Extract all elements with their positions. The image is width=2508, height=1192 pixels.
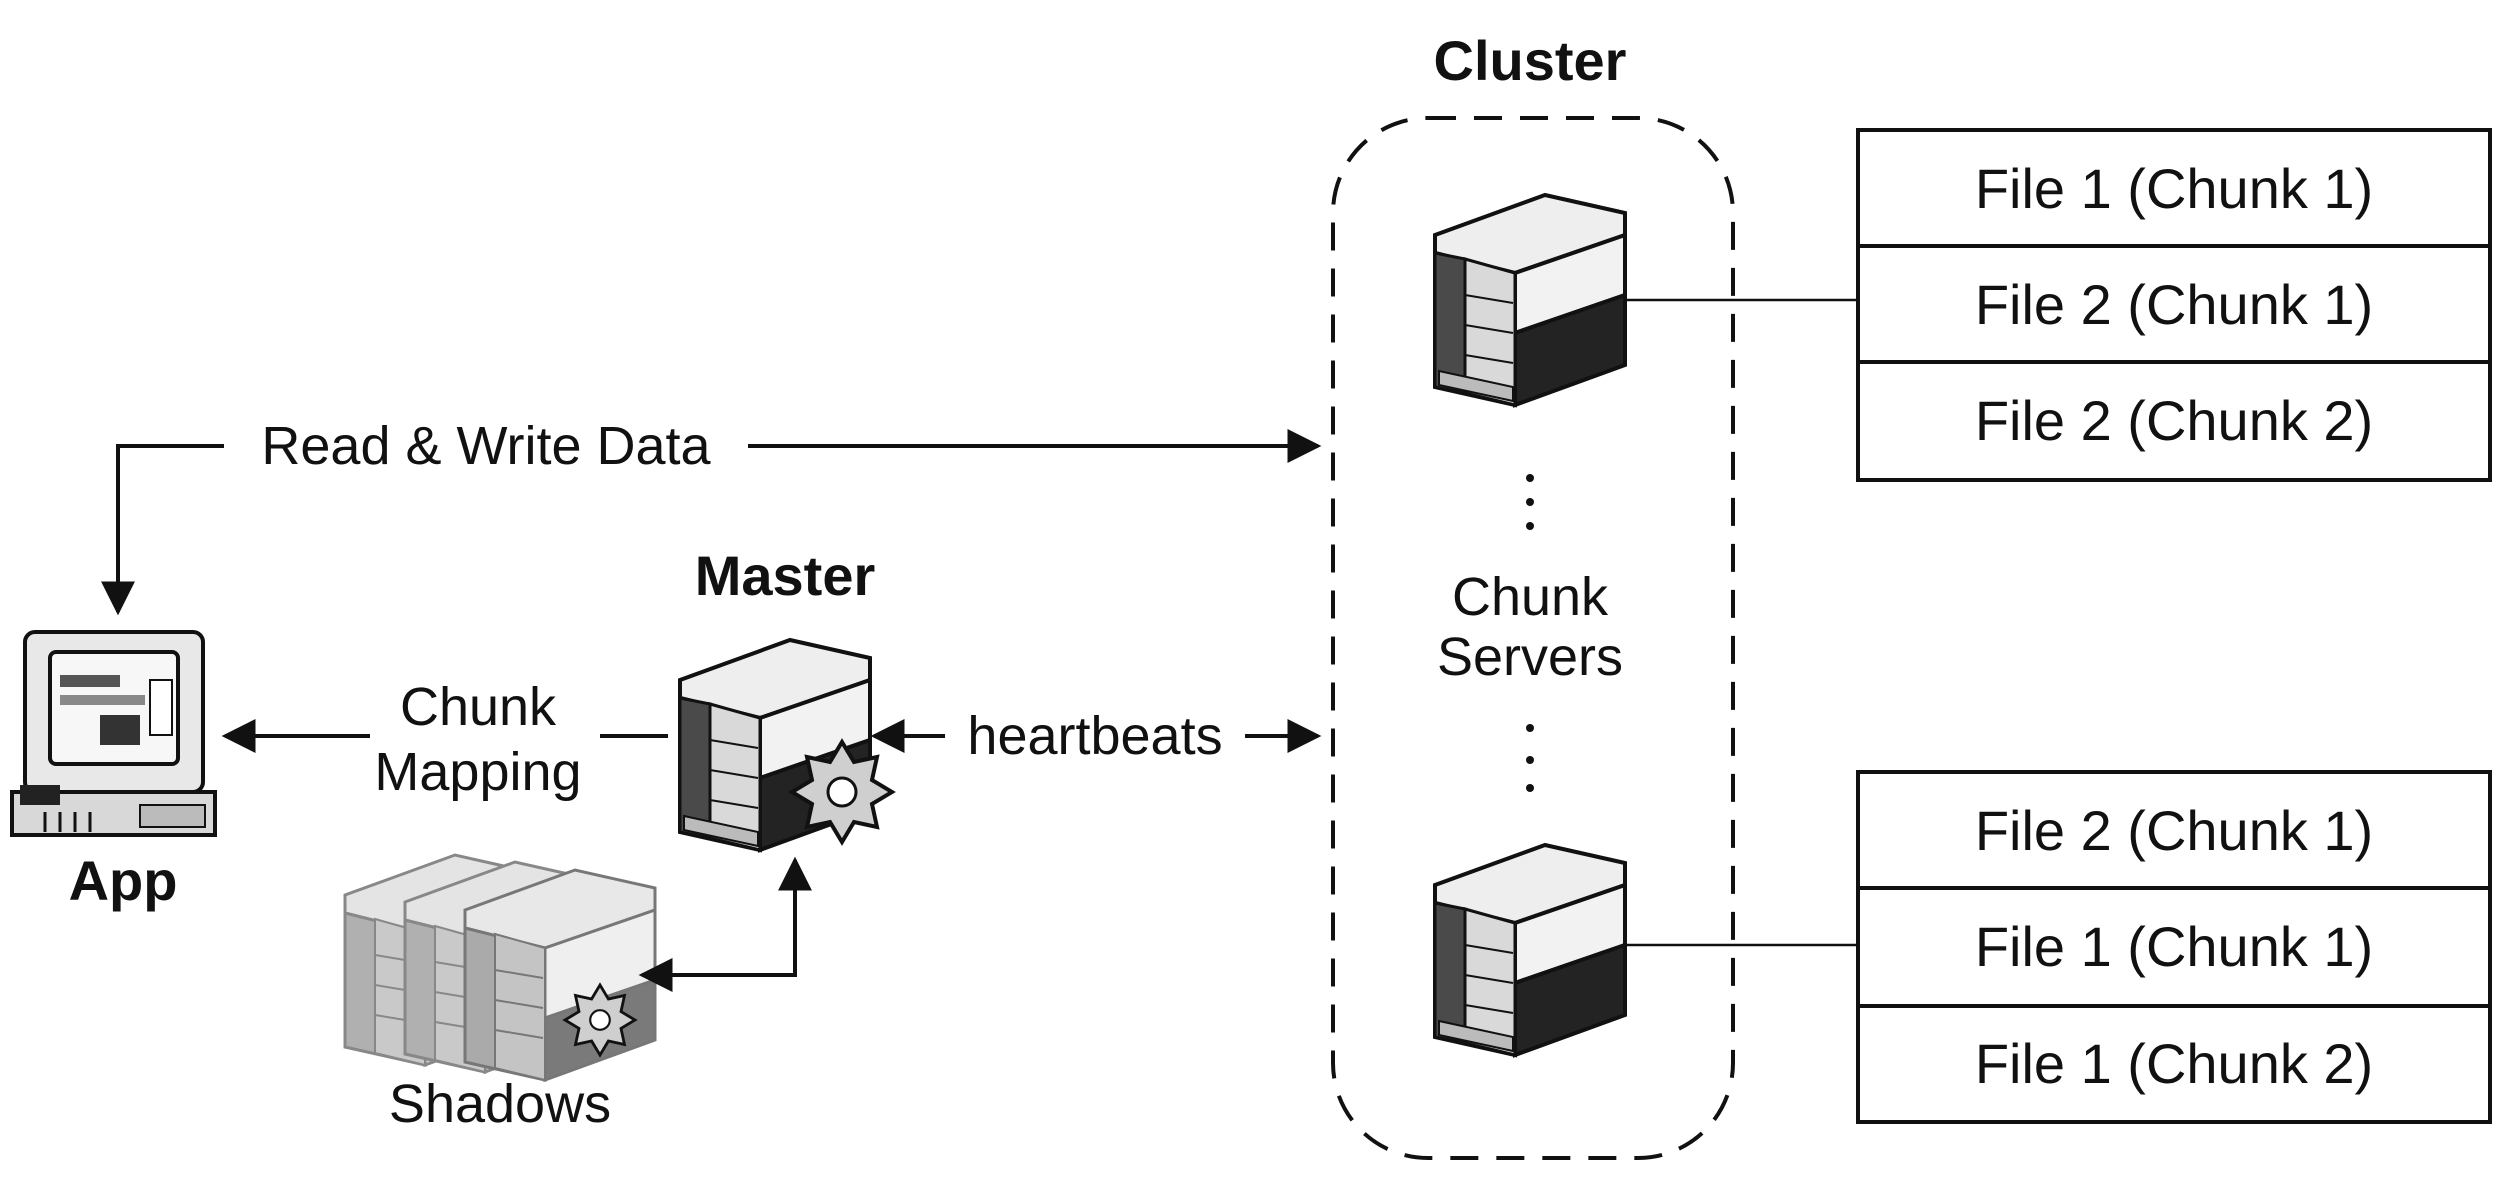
chunk-table-bottom-row: File 1 (Chunk 1) <box>1975 915 2373 978</box>
shadows-label: Shadows <box>389 1074 611 1134</box>
computer-icon <box>10 630 217 837</box>
chunk-server-bottom-icon <box>1433 843 1627 1057</box>
server-stack-icon <box>343 853 657 1083</box>
cluster-title: Cluster <box>1434 29 1627 92</box>
vertical-ellipsis-icon <box>1526 474 1534 530</box>
app-label: App <box>69 849 178 912</box>
gear-icon <box>790 740 894 844</box>
heartbeats-label: heartbeats <box>967 706 1222 766</box>
chunk-table-top-row: File 2 (Chunk 2) <box>1975 389 2373 452</box>
chunk-table-bottom: File 2 (Chunk 1) File 1 (Chunk 1) File 1… <box>1856 770 2492 1124</box>
chunk-server-top-icon <box>1433 193 1627 407</box>
chunk-servers-label-line2: Servers <box>1437 627 1623 687</box>
read-write-arrow <box>101 444 224 616</box>
chunk-servers-label-line1: Chunk <box>1452 567 1609 627</box>
master-title: Master <box>695 544 876 607</box>
chunk-table-top: File 1 (Chunk 1) File 2 (Chunk 1) File 2… <box>1856 128 2492 482</box>
vertical-ellipsis-icon <box>1526 724 1534 792</box>
gear-icon <box>563 983 637 1057</box>
master-shadows-arrow <box>638 856 812 992</box>
chunk-table-bottom-row: File 1 (Chunk 2) <box>1975 1032 2373 1095</box>
read-write-label: Read & Write Data <box>261 416 711 476</box>
chunk-table-top-row: File 2 (Chunk 1) <box>1975 273 2373 336</box>
chunk-table-bottom-row: File 2 (Chunk 1) <box>1975 799 2373 862</box>
chunk-table-top-row: File 1 (Chunk 1) <box>1975 157 2373 220</box>
cluster-boundary <box>1331 116 1735 1160</box>
chunk-mapping-label-line1: Chunk <box>400 677 557 737</box>
chunk-mapping-label-line2: Mapping <box>374 742 581 802</box>
